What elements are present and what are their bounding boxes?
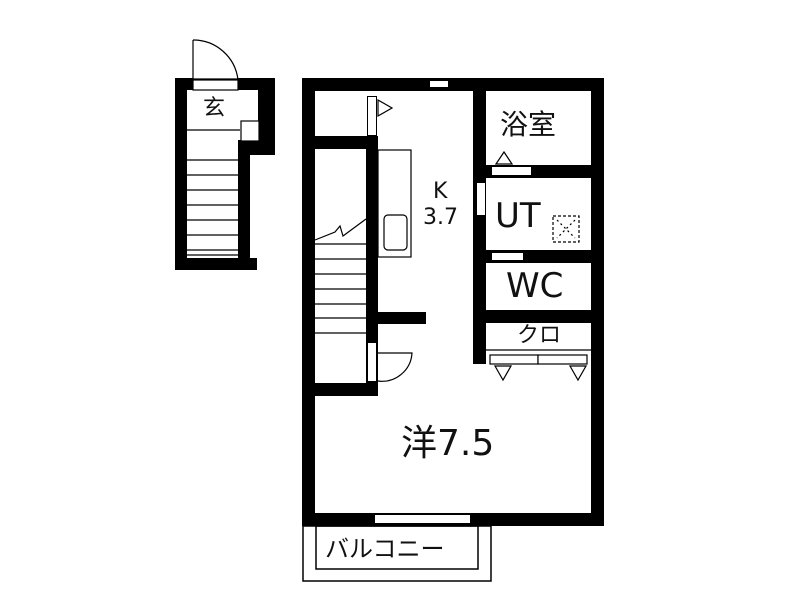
wall-top [302, 78, 604, 91]
wall [473, 310, 604, 323]
wall [238, 142, 250, 270]
wall [473, 78, 486, 364]
staircase-upper-icon [314, 218, 367, 334]
wall [302, 136, 378, 149]
closet-label: クロ [517, 323, 562, 348]
wall [175, 78, 193, 90]
bath-label: 浴室 [500, 108, 557, 141]
kitchen-size: 3.7 [423, 205, 458, 230]
door-leaf [367, 342, 377, 382]
staircase-lower-icon [187, 159, 238, 256]
wall-left [302, 78, 315, 526]
wall [258, 78, 275, 155]
wall [302, 383, 378, 396]
window-balcony [374, 514, 471, 524]
bath-door-icon [494, 150, 514, 165]
entrance-step [187, 120, 260, 142]
wall [366, 312, 426, 324]
window [429, 80, 449, 88]
western-room-label: 洋7.5 [401, 423, 495, 464]
door-leaf [476, 182, 486, 216]
washing-machine-icon [552, 215, 580, 243]
sink-counter-icon [377, 149, 412, 258]
wall [238, 140, 275, 155]
wall [238, 78, 275, 90]
entrance-label: 玄 [203, 96, 226, 121]
balcony-rail-icon [302, 525, 492, 582]
wall [175, 258, 257, 270]
door-leaf [367, 96, 377, 136]
kitchen-label: K [433, 179, 448, 204]
door-swing-icon [377, 98, 394, 118]
balcony-label: バルコニー [325, 535, 445, 563]
entrance-door-icon [187, 39, 239, 91]
wall [175, 78, 187, 270]
utility-label: UT [495, 196, 541, 236]
door-leaf [491, 252, 524, 261]
wall-right [591, 78, 604, 526]
toilet-label: WC [506, 266, 564, 306]
door-arc-icon [377, 352, 413, 382]
door-leaf [491, 166, 532, 176]
closet-doors-icon [489, 354, 588, 382]
